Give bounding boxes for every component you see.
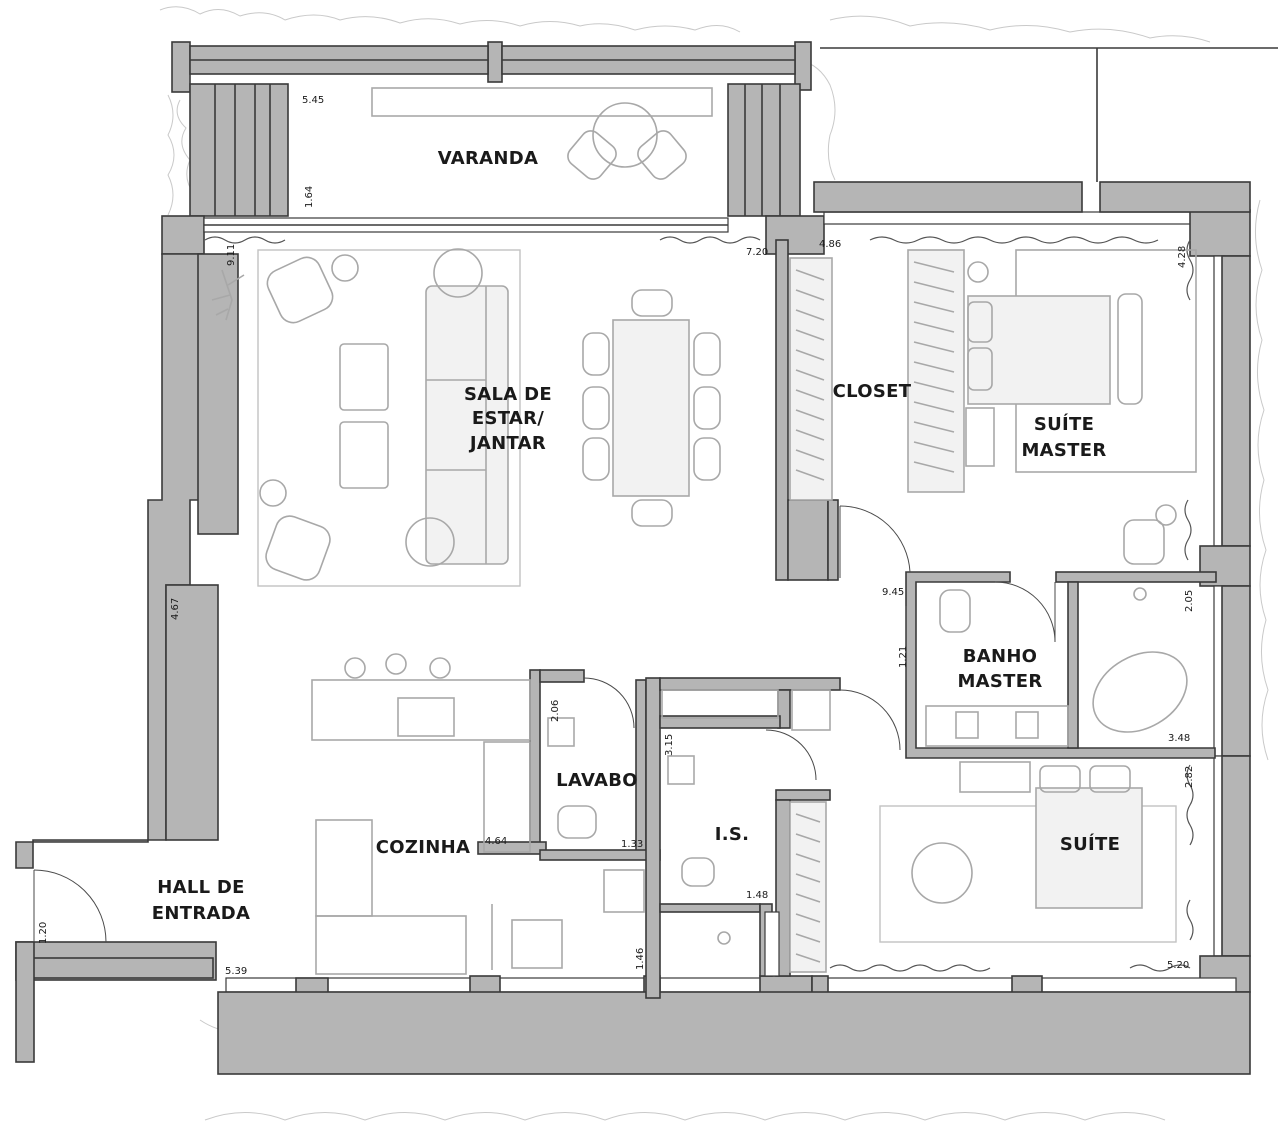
label-hall-line1: HALL DE — [157, 877, 245, 898]
walls — [15, 41, 1278, 1075]
dim-146: 1.46 — [635, 948, 646, 970]
furniture — [211, 87, 1197, 975]
label-hall-line2: ENTRADA — [152, 903, 250, 924]
label-varanda: VARANDA — [438, 148, 538, 169]
label-banho-line1: BANHO — [963, 646, 1038, 667]
dim-164: 1.64 — [304, 186, 315, 208]
dim-539: 5.39 — [225, 966, 247, 977]
label-suite-master-line1: SUÍTE — [1034, 413, 1094, 435]
planter-foliage — [159, 6, 1269, 1121]
label-sala-line1: SALA DE — [464, 384, 552, 405]
label-closet: CLOSET — [833, 381, 912, 402]
dim-911: 9.11 — [226, 244, 237, 266]
label-sala-line2: ESTAR/ — [472, 408, 544, 429]
label-suite-master-line2: MASTER — [1021, 440, 1106, 461]
label-suite: SUÍTE — [1060, 833, 1120, 855]
doors — [33, 505, 1056, 943]
dim-120: 1.20 — [38, 922, 49, 944]
label-lavabo: LAVABO — [556, 770, 638, 791]
label-sala-line3: JANTAR — [468, 433, 546, 454]
label-banho-line2: MASTER — [957, 671, 1042, 692]
dim-720: 7.20 — [746, 247, 768, 258]
dim-282: 2.82 — [1184, 766, 1195, 788]
dim-467: 4.67 — [170, 598, 181, 620]
dim-545: 5.45 — [302, 95, 324, 106]
dim-133: 1.33 — [621, 839, 643, 850]
dim-315: 3.15 — [664, 734, 675, 756]
dim-148: 1.48 — [746, 890, 768, 901]
dim-348: 3.48 — [1168, 733, 1190, 744]
dim-464: 4.64 — [485, 836, 507, 847]
dim-486: 4.86 — [819, 239, 841, 250]
dim-945: 9.45 — [882, 587, 904, 598]
dimension-labels: 5.45 1.64 9.11 7.20 4.86 4.28 9.45 1.21 … — [38, 95, 1195, 977]
dim-206: 2.06 — [550, 700, 561, 722]
curtains — [204, 236, 1194, 972]
dim-520: 5.20 — [1167, 960, 1189, 971]
label-is: I.S. — [715, 824, 750, 845]
dim-428: 4.28 — [1177, 246, 1188, 268]
label-cozinha: COZINHA — [376, 837, 470, 858]
room-labels: VARANDA SALA DE ESTAR/ JANTAR CLOSET SUÍ… — [152, 148, 1120, 924]
dim-205: 2.05 — [1184, 590, 1195, 612]
dim-121: 1.21 — [898, 646, 909, 668]
